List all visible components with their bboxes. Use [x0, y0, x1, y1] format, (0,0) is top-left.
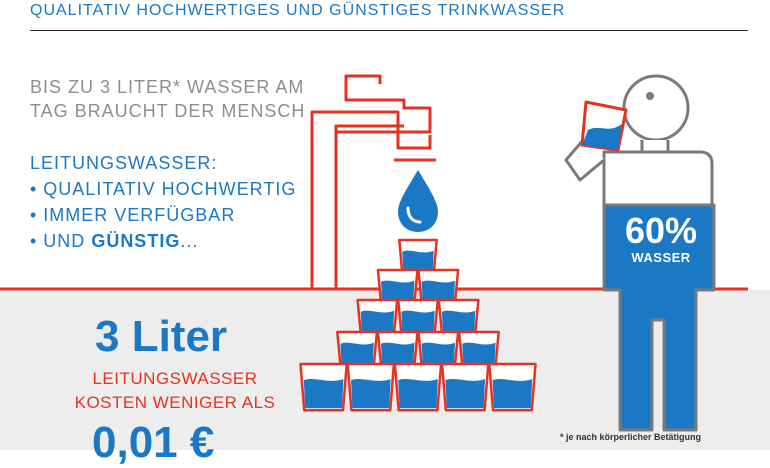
cup-icon — [376, 268, 419, 305]
water-percentage-label: WASSER — [631, 250, 691, 265]
cost-line-2: KOSTEN WENIGER ALS — [74, 393, 276, 412]
cup-icon — [376, 330, 419, 367]
benefit-item-2: • IMMER VERFÜGBAR — [30, 205, 236, 225]
cup-icon — [437, 298, 480, 335]
cup-icon — [440, 362, 490, 412]
water-drop-icon — [398, 170, 438, 232]
benefit-item-1: • QUALITATIV HOCHWERTIG — [30, 179, 297, 199]
cup-icon — [336, 330, 379, 367]
cup-pyramid — [299, 238, 537, 412]
intro-line-2: TAG BRAUCHT DER MENSCH — [30, 101, 306, 121]
price-label: 0,01 € — [92, 418, 215, 467]
cup-icon — [417, 268, 460, 305]
drinking-glass-icon — [580, 100, 628, 152]
benefit-item-3-prefix: • UND — [30, 231, 92, 251]
water-percentage: 60% — [624, 210, 698, 251]
cup-icon — [488, 362, 537, 412]
amount-label: 3 Liter — [95, 312, 228, 361]
benefit-item-3-suffix: ... — [180, 231, 199, 251]
intro-line-1: BIS ZU 3 LITER* WASSER AM — [30, 77, 305, 97]
benefits-list: LEITUNGSWASSER: • QUALITATIV HOCHWERTIG … — [30, 150, 296, 254]
header-divider — [30, 30, 748, 31]
cup-icon — [417, 330, 460, 367]
illustration — [0, 74, 748, 432]
benefit-item-3: • UND GÜNSTIG... — [30, 228, 296, 254]
benefit-item-3-bold: GÜNSTIG — [91, 231, 181, 251]
footnote: * je nach körperlicher Betätigung — [560, 432, 702, 442]
benefits-heading: LEITUNGSWASSER: — [30, 153, 218, 173]
cup-icon — [396, 298, 440, 335]
cup-icon — [356, 298, 399, 335]
intro-text: BIS ZU 3 LITER* WASSER AM TAG BRAUCHT DE… — [30, 75, 305, 123]
faucet-icon — [310, 74, 436, 288]
cost-line-1: LEITUNGSWASSER — [92, 369, 258, 388]
cup-icon — [457, 330, 500, 367]
cup-icon — [299, 362, 348, 412]
cup-icon — [346, 362, 396, 412]
cost-description: LEITUNGSWASSER KOSTEN WENIGER ALS — [70, 367, 280, 415]
cup-icon — [393, 362, 443, 412]
person-icon — [564, 74, 716, 432]
page-title: QUALITATIV HOCHWERTIGES UND GÜNSTIGES TR… — [30, 2, 566, 19]
cup-icon — [398, 238, 438, 275]
